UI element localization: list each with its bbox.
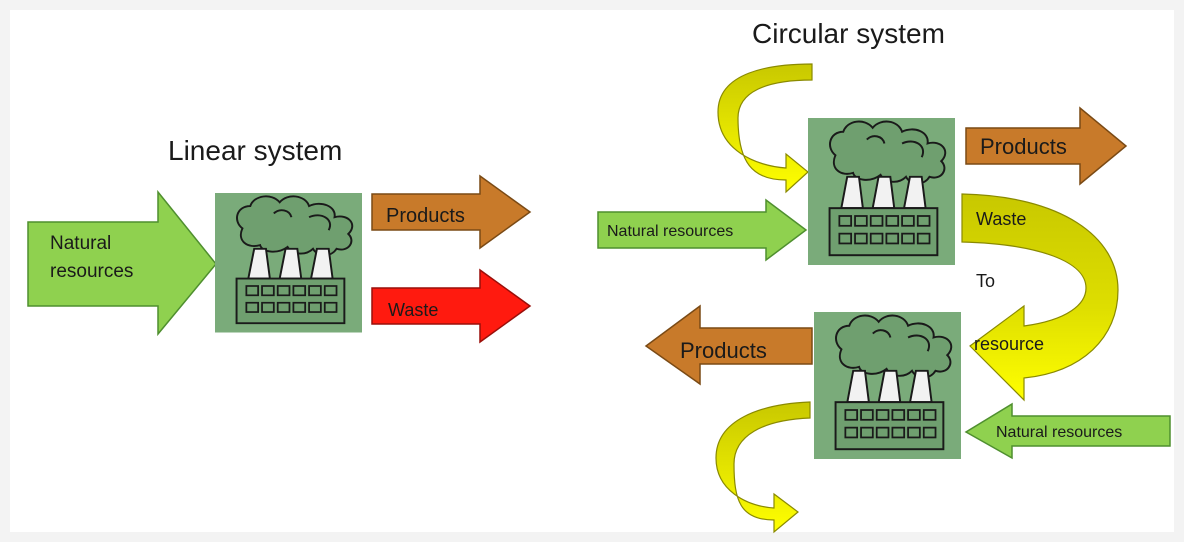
linear-waste-arrow bbox=[371, 268, 532, 344]
circular-products-label-bottom: Products bbox=[680, 338, 767, 363]
circular-input-label-bottom: Natural resources bbox=[996, 424, 1122, 441]
linear-system: Linear system Natural resources Products… bbox=[27, 135, 532, 344]
circular-products-label-top: Products bbox=[980, 134, 1067, 159]
circular-system: Circular system Natural resources Produc… bbox=[597, 18, 1171, 534]
circular-title: Circular system bbox=[752, 18, 945, 49]
linear-products-label: Products bbox=[386, 205, 465, 227]
circular-to-label: To bbox=[976, 271, 995, 291]
linear-factory-icon bbox=[214, 192, 363, 334]
linear-waste-label: Waste bbox=[388, 300, 438, 320]
circular-loop-arrow-bottom bbox=[715, 401, 811, 534]
circular-products-arrow-bottom bbox=[644, 304, 813, 386]
circular-waste-loop-arrow bbox=[961, 193, 1119, 402]
circular-products-arrow-top bbox=[965, 106, 1128, 186]
circular-input-arrow-bottom bbox=[964, 402, 1171, 460]
circular-resource-label: resource bbox=[974, 334, 1044, 354]
linear-title: Linear system bbox=[168, 135, 342, 166]
linear-input-label-line2: resources bbox=[50, 261, 133, 282]
linear-input-label-line1: Natural bbox=[50, 233, 111, 254]
circular-waste-label: Waste bbox=[976, 209, 1026, 229]
circular-input-arrow-top bbox=[597, 198, 808, 262]
circular-factory-top-icon bbox=[807, 117, 956, 266]
circular-loop-arrow-top bbox=[717, 63, 813, 194]
circular-input-label-top: Natural resources bbox=[607, 223, 733, 240]
linear-input-arrow bbox=[27, 189, 217, 337]
circular-factory-bottom-icon bbox=[813, 311, 962, 460]
linear-products-arrow bbox=[371, 174, 532, 250]
